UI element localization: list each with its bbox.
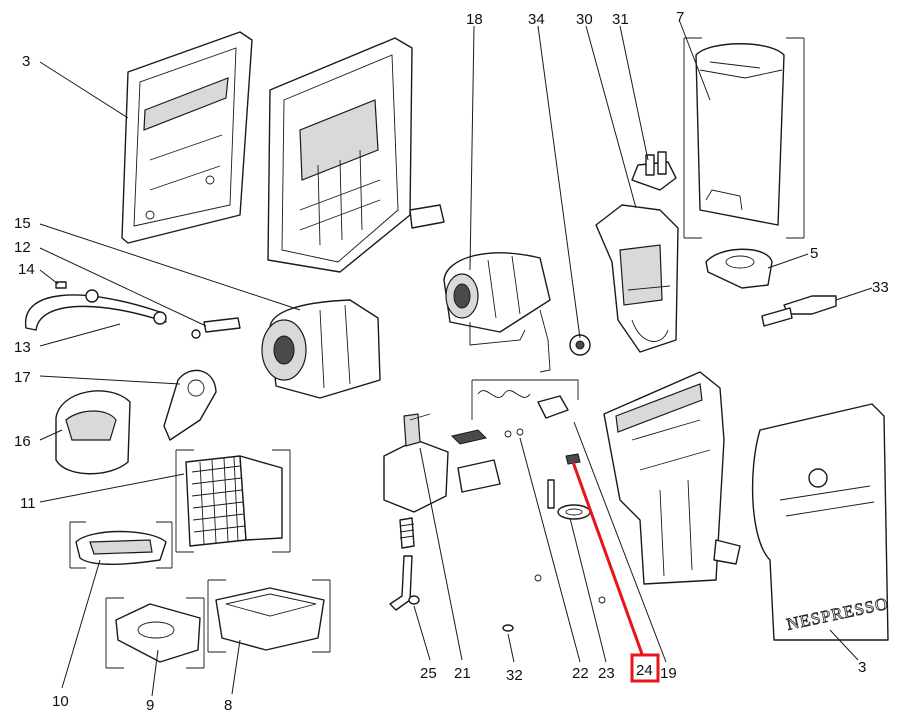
callout-14: 14 — [18, 261, 35, 278]
part-front-cover: NESPRESSO — [751, 403, 890, 641]
part-drip-tray — [207, 579, 331, 653]
callout-13: 13 — [14, 339, 31, 356]
part-connector — [761, 295, 837, 327]
part-handle-lever — [25, 289, 167, 331]
part-tray-holder — [105, 597, 205, 669]
part-pump — [383, 413, 449, 549]
callout-21: 21 — [454, 665, 471, 682]
callout-31: 31 — [612, 11, 629, 28]
part-seal-24 — [565, 453, 581, 465]
part-5-ring — [705, 248, 773, 289]
callout-30: 30 — [576, 11, 593, 28]
part-plate — [451, 429, 487, 445]
callout-23: 23 — [598, 665, 615, 682]
part-valve-top — [631, 151, 677, 191]
part-motor — [443, 252, 551, 373]
callout-18: 18 — [466, 11, 483, 28]
callout-34: 34 — [528, 11, 545, 28]
callout-33: 33 — [872, 279, 889, 296]
callout-22: 22 — [572, 665, 589, 682]
callout-7: 7 — [676, 9, 684, 26]
part-front-chassis — [603, 371, 741, 585]
callout-3-bottom: 3 — [858, 659, 866, 676]
part-ring-23 — [557, 504, 591, 520]
part-outlet-pipe — [389, 555, 420, 611]
callout-labels: 3 15 12 14 13 17 16 11 10 9 8 18 34 30 3… — [14, 9, 889, 714]
callout-3-top: 3 — [22, 53, 30, 70]
part-drive-housing — [261, 299, 381, 399]
callout-12: 12 — [14, 239, 31, 256]
callout-25: 25 — [420, 665, 437, 682]
part-water-tank — [683, 37, 805, 239]
part-block — [457, 459, 501, 493]
callout-5: 5 — [810, 245, 818, 262]
part-screw-14 — [55, 281, 67, 289]
callout-17: 17 — [14, 369, 31, 386]
callout-9: 9 — [146, 697, 154, 714]
leader-lines — [39, 21, 873, 697]
callout-32: 32 — [506, 667, 523, 684]
callout-19: 19 — [660, 665, 677, 682]
part-pin-12 — [191, 317, 241, 339]
part-brewing-unit-housing — [595, 204, 679, 353]
callout-11: 11 — [20, 495, 36, 512]
highlight-leader-24 — [571, 461, 644, 655]
highlight-box-24 — [630, 653, 660, 683]
callout-15: 15 — [14, 215, 31, 232]
callout-24: 24 — [636, 662, 653, 679]
part-sensor-board — [471, 379, 579, 420]
callout-8: 8 — [224, 697, 232, 714]
callout-16: 16 — [14, 433, 31, 450]
part-main-frame — [267, 37, 445, 273]
part-front-knob — [55, 390, 131, 475]
callout-10: 10 — [52, 693, 69, 710]
part-rear-housing-back — [121, 31, 253, 244]
part-knob-bracket — [163, 369, 217, 441]
part-drip-tray-grid — [69, 521, 173, 569]
part-drip-grid — [175, 449, 291, 553]
part-washers — [502, 428, 606, 632]
highlight-24 — [571, 461, 660, 683]
part-tube-22 — [547, 479, 555, 509]
